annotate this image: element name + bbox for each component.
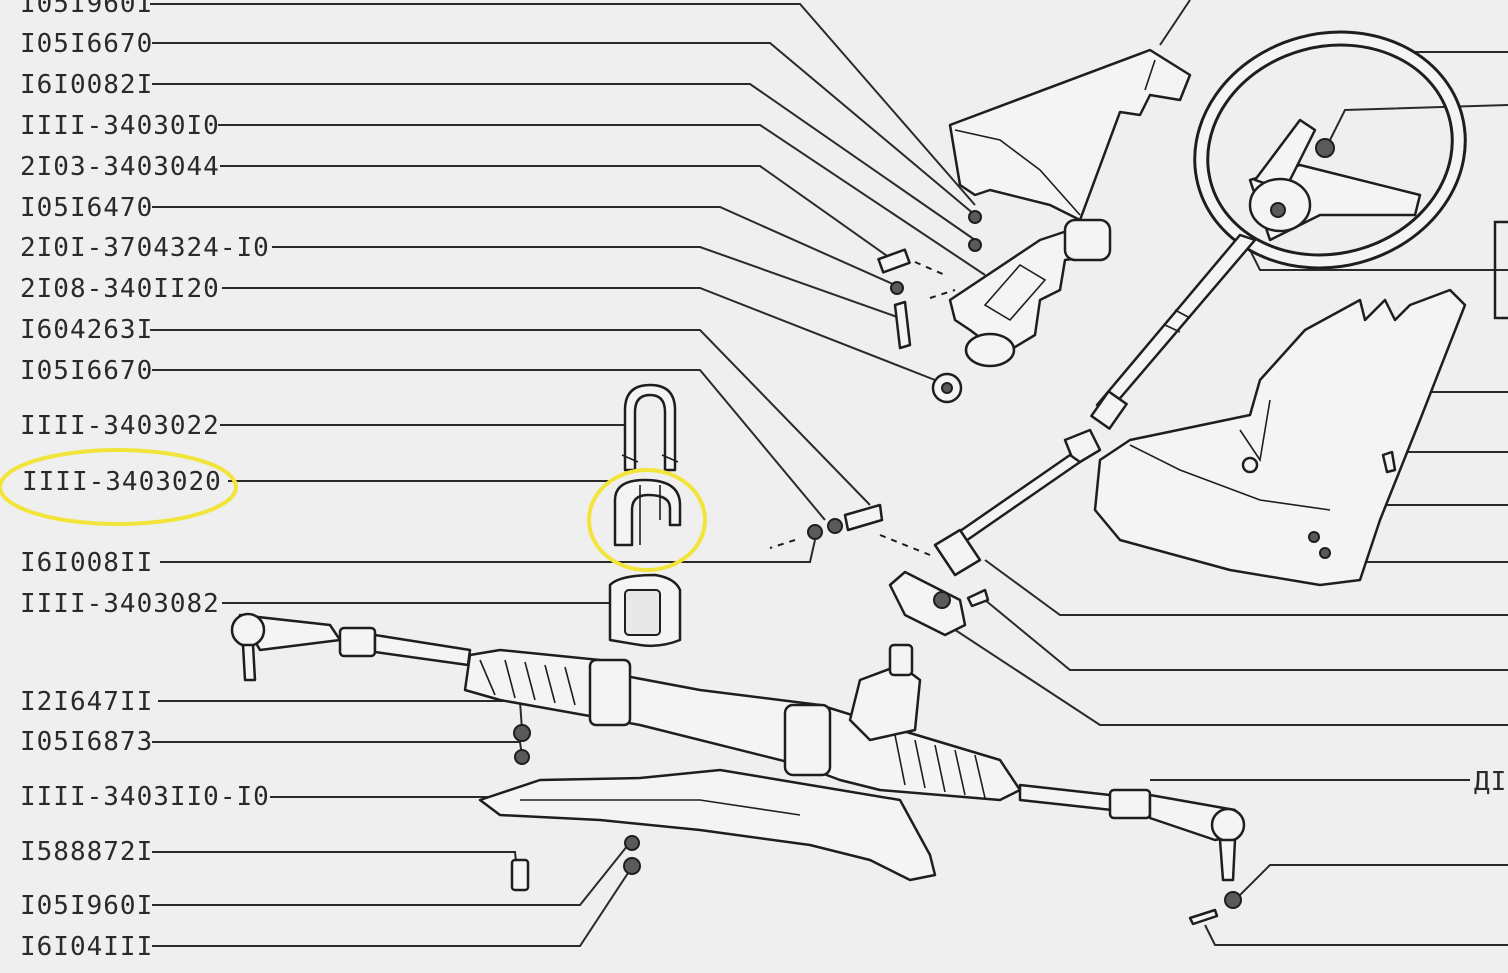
callout-box-partial xyxy=(1493,220,1508,320)
part-label-17: I588872I xyxy=(20,837,153,867)
part-label-1: I05I6670 xyxy=(20,29,153,59)
leader-line-12 xyxy=(160,539,816,563)
part-label-2: I6I0082I xyxy=(20,70,153,100)
part-labels: I05I960I I05I6670 I6I0082I IIII-340З0I0 … xyxy=(20,0,1507,962)
leader-line-19 xyxy=(152,869,631,947)
leader-line-r13 xyxy=(1234,864,1508,901)
highlight-label-ellipse xyxy=(0,448,238,526)
leader-line-5 xyxy=(152,206,896,286)
part-label-14: I2I647II xyxy=(20,687,153,717)
rubber-bushing-clamp xyxy=(613,478,682,547)
part-label-right-cut: ДI xyxy=(1474,767,1507,797)
leader-line-3 xyxy=(218,124,986,276)
leader-line-6 xyxy=(272,246,901,319)
part-label-3: IIII-340З0I0 xyxy=(20,111,220,141)
leader-line-7 xyxy=(222,287,936,381)
leader-line-r3 xyxy=(1329,104,1508,141)
leader-line-8 xyxy=(150,329,871,506)
leader-line-15 xyxy=(152,741,523,757)
highlight-marks xyxy=(0,448,707,572)
part-label-16: IIII-3403II0-I0 xyxy=(20,782,270,812)
leader-line-1 xyxy=(152,42,976,216)
bracket-fasteners xyxy=(877,210,982,404)
mount-plate xyxy=(888,570,990,637)
leader-line-r11 xyxy=(939,619,1508,726)
upper-shroud xyxy=(948,48,1192,222)
steering-wheel xyxy=(1193,30,1467,270)
leader-line-r14 xyxy=(1204,924,1508,946)
part-label-7: 2I08-340II20 xyxy=(20,274,220,304)
support-bushing xyxy=(608,573,682,648)
part-label-4: 2I03-3403044 xyxy=(20,152,220,182)
column-bracket xyxy=(914,218,1112,368)
leader-line-2 xyxy=(152,83,976,241)
leader-line-18 xyxy=(152,844,629,906)
leader-line-r4 xyxy=(1249,249,1508,271)
steering-shaft xyxy=(879,233,1257,577)
part-label-8: I604263I xyxy=(20,315,153,345)
part-label-6: 2I0I-3704324-I0 xyxy=(20,233,270,263)
part-label-19: I6I04III xyxy=(20,932,153,962)
lower-fasteners xyxy=(510,724,641,892)
leader-line-14 xyxy=(158,700,523,731)
leader-line-r1 xyxy=(1159,0,1191,46)
leader-line-4 xyxy=(220,165,891,259)
leader-line-17 xyxy=(152,851,519,881)
leader-line-0 xyxy=(150,3,976,206)
leader-line-r9 xyxy=(984,559,1508,616)
part-label-top-cut: I05I960I xyxy=(20,0,153,19)
part-label-11-highlighted: IIII-3403020 xyxy=(22,467,222,497)
crossmember-bracket xyxy=(478,768,937,882)
leader-lines-left xyxy=(150,3,986,947)
lower-shroud xyxy=(1093,288,1467,587)
part-label-9: I05I6670 xyxy=(20,356,153,386)
part-label-18: I05I960I xyxy=(20,891,153,921)
part-label-10: IIII-3403022 xyxy=(20,411,220,441)
tie-rod-left xyxy=(230,612,472,682)
part-label-12: I6I008II xyxy=(20,548,153,578)
part-label-15: I05I6873 xyxy=(20,727,153,757)
leader-line-r10 xyxy=(984,599,1508,671)
tie-rod-right xyxy=(1018,783,1246,926)
leader-line-9 xyxy=(152,369,826,521)
u-bolt xyxy=(621,383,679,472)
part-label-13: IIII-3403082 xyxy=(20,589,220,619)
highlight-part-ellipse xyxy=(587,468,707,572)
part-label-5: I05I6470 xyxy=(20,193,153,223)
center-bolt-nuts xyxy=(769,503,884,549)
